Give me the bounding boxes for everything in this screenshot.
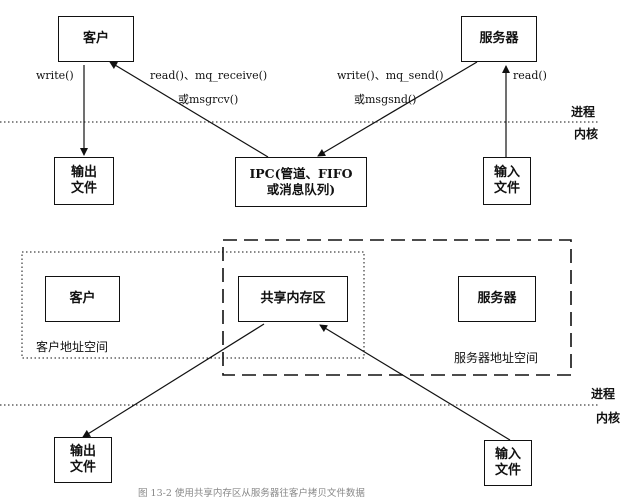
label-server-read: read() <box>513 69 547 82</box>
top-output-file-box: 输出 文件 <box>54 157 114 205</box>
bottom-server-box: 服务器 <box>458 276 536 322</box>
top-boundary-kernel-label: 内核 <box>574 127 599 141</box>
arrow-shared-memory-to-output-file <box>82 323 265 438</box>
client-address-space-label: 客户地址空间 <box>36 340 109 354</box>
top-input-file-box: 输入 文件 <box>483 157 531 205</box>
top-server-box: 服务器 <box>461 16 537 62</box>
bottom-client-box: 客户 <box>45 276 120 322</box>
ipc-box: IPC(管道、FIFO 或消息队列) <box>235 157 367 207</box>
server-address-space-label: 服务器地址空间 <box>454 351 539 365</box>
label-client-read-line1: read()、mq_receive() <box>150 69 268 82</box>
label-client-read-line2: 或msgrcv() <box>178 93 239 106</box>
arrow-input-file-to-shared-memory <box>319 324 511 441</box>
label-server-write-line1: write()、mq_send() <box>337 69 444 82</box>
top-client-box: 客户 <box>58 16 134 62</box>
label-client-write: write() <box>36 69 74 82</box>
label-server-write-line2: 或msgsnd() <box>354 93 417 106</box>
top-boundary-process-label: 进程 <box>571 105 596 119</box>
bottom-input-file-box: 输入 文件 <box>484 440 532 486</box>
bottom-boundary-process-label: 进程 <box>591 387 616 401</box>
bottom-boundary-kernel-label: 内核 <box>596 411 621 425</box>
shared-memory-box: 共享内存区 <box>238 276 348 322</box>
bottom-output-file-box: 输出 文件 <box>54 437 112 483</box>
figure-caption: 图 13-2 使用共享内存区从服务器往客户拷贝文件数据 <box>138 488 365 499</box>
